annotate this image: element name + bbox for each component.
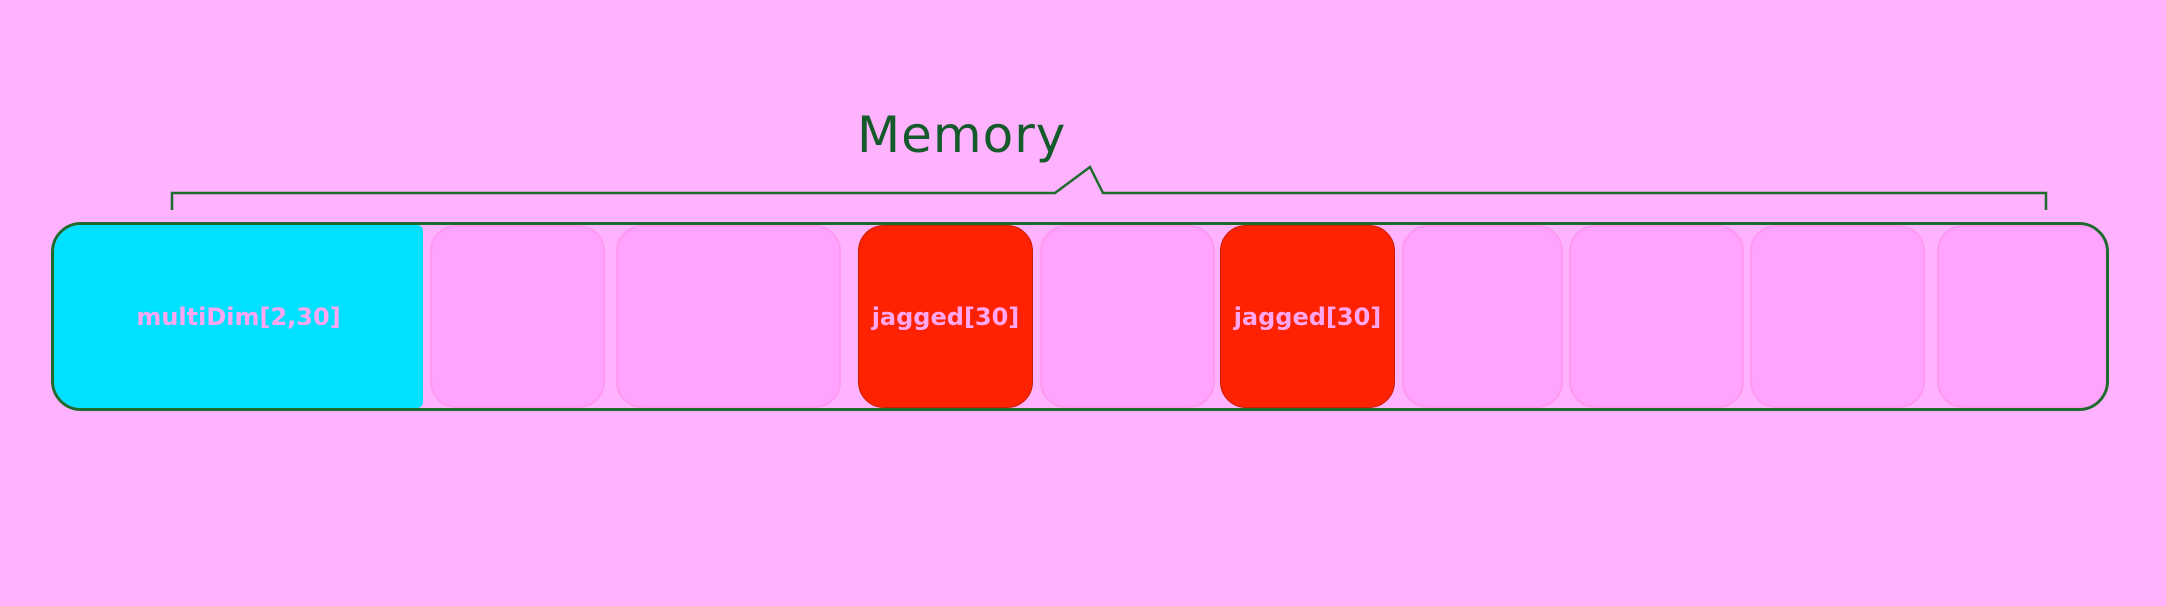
memory-cell bbox=[616, 225, 841, 408]
memory-cell bbox=[1750, 225, 1925, 408]
memory-cell bbox=[1040, 225, 1215, 408]
memory-title: Memory bbox=[857, 106, 1067, 164]
cell-label-jagged: jagged[30] bbox=[871, 302, 1020, 331]
cell-multidim: multiDim[2,30] bbox=[54, 225, 423, 408]
cell-jagged: jagged[30] bbox=[858, 225, 1033, 408]
cell-label-jagged: jagged[30] bbox=[1233, 302, 1382, 331]
memory-cell bbox=[1569, 225, 1744, 408]
cell-jagged: jagged[30] bbox=[1220, 225, 1395, 408]
memory-bar: multiDim[2,30] jagged[30] jagged[30] bbox=[51, 222, 2109, 411]
memory-cell bbox=[430, 225, 605, 408]
cell-label-multidim: multiDim[2,30] bbox=[136, 302, 341, 331]
memory-cell bbox=[1937, 225, 2106, 408]
memory-cell bbox=[1402, 225, 1563, 408]
